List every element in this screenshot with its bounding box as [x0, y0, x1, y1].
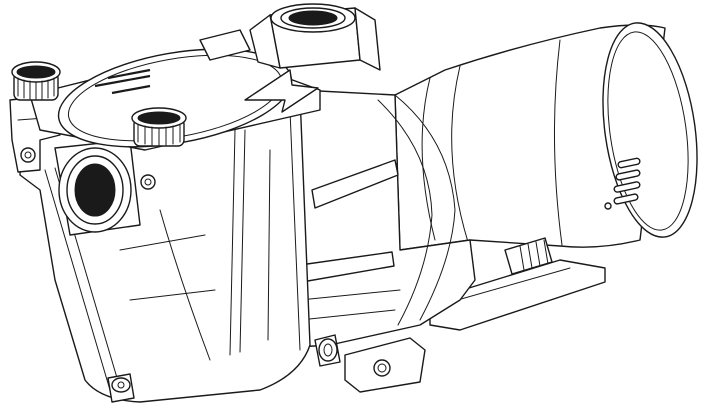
- mount-hole-left: [20, 147, 36, 163]
- lid-lettering-marks: [94, 68, 151, 95]
- foot-bolt-hole: [373, 359, 391, 377]
- motor-vent-slots: [613, 157, 641, 205]
- lid-direction-arrow: [244, 69, 319, 113]
- drain-plug-bottom: [107, 373, 135, 403]
- base-rail: [429, 259, 606, 331]
- inlet-port: [20, 139, 156, 236]
- lid-knob-right: [131, 107, 187, 147]
- strainer-side-strap: [44, 169, 111, 391]
- lid-knob-left: [11, 61, 61, 101]
- motor-end-cap-rim: [607, 31, 689, 231]
- housing-flange: [394, 94, 456, 321]
- motor: [394, 22, 698, 251]
- motor-band-front: [421, 77, 436, 241]
- pump-base: [344, 237, 606, 393]
- mount-ribs: [519, 239, 549, 271]
- strainer-lid: [29, 29, 321, 151]
- drain-plug-side: [314, 334, 341, 367]
- outlet-port: [249, 3, 381, 71]
- motor-screw: [604, 202, 612, 210]
- inlet-opening: [74, 163, 116, 217]
- motor-band-mid: [451, 65, 469, 243]
- housing-rib-upper: [311, 159, 399, 209]
- lid-handle-top: [199, 29, 251, 61]
- outlet-opening: [288, 10, 338, 26]
- mount-hole-right: [140, 174, 156, 190]
- motor-seam: [553, 39, 563, 246]
